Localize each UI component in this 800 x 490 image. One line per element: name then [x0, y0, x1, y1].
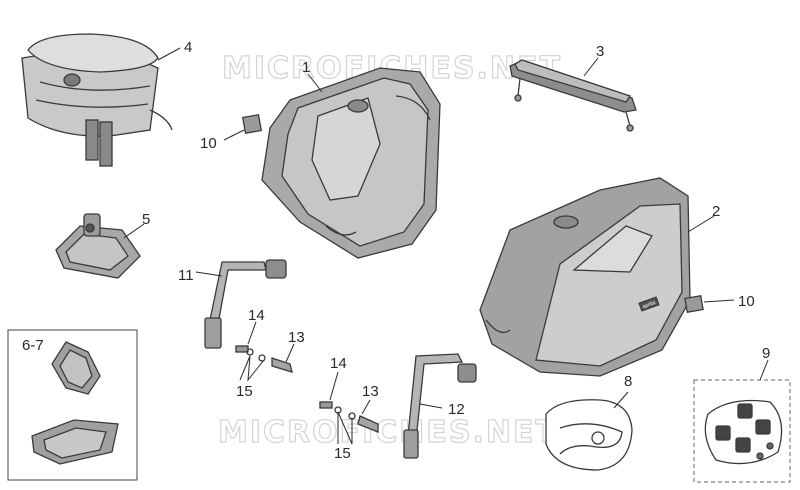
callout-14-right: 14 — [330, 355, 347, 372]
watermark-bottom: MICROFICHES.NET — [218, 415, 558, 450]
leader-13-right — [361, 399, 371, 415]
part-1-left-pannier — [261, 67, 441, 259]
leader-5 — [123, 223, 145, 239]
leader-14-right — [329, 371, 339, 401]
leader-4 — [157, 47, 181, 61]
callout-8: 8 — [624, 373, 632, 390]
leader-2 — [687, 215, 715, 233]
part-4-tank-bag — [21, 33, 173, 167]
leader-12 — [419, 403, 443, 409]
leader-3 — [583, 57, 599, 77]
callout-4: 4 — [184, 39, 192, 56]
part-5-lock-bracket — [55, 213, 141, 279]
callout-6-7: 6-7 — [22, 337, 44, 354]
leader-1 — [307, 73, 323, 93]
leader-15-right — [337, 411, 353, 445]
callout-9: 9 — [762, 345, 770, 362]
leader-10-right — [703, 299, 735, 303]
leader-13-left — [285, 343, 295, 363]
brand-badge: aprilia — [642, 300, 657, 310]
callout-11: 11 — [178, 267, 194, 284]
leader-8 — [613, 391, 629, 409]
leader-11 — [195, 271, 223, 277]
callout-3: 3 — [596, 43, 604, 60]
part-6-7-inset-box — [7, 329, 138, 481]
callout-15-right: 15 — [334, 445, 351, 462]
leader-10-left — [223, 129, 245, 141]
part-11-mounting-bar — [204, 259, 287, 349]
leader-15-left — [239, 355, 265, 382]
callout-13-left: 13 — [288, 329, 305, 346]
callout-10-right: 10 — [738, 293, 755, 310]
part-8-pouch — [545, 399, 633, 471]
part-3-carrier-bracket — [509, 59, 637, 132]
callout-14-left: 14 — [248, 307, 265, 324]
callout-12: 12 — [448, 401, 465, 418]
callout-10-left: 10 — [200, 135, 217, 152]
part-10-sticker-right — [684, 294, 704, 314]
hardware-set-left — [235, 345, 293, 373]
leader-9 — [759, 359, 769, 381]
part-9-clip-kit-box — [693, 379, 791, 483]
part-12-mounting-bar — [403, 353, 477, 459]
callout-5: 5 — [142, 211, 150, 228]
callout-15-left: 15 — [236, 383, 253, 400]
callout-1: 1 — [302, 59, 310, 76]
part-2-right-pannier: aprilia — [479, 177, 691, 377]
callout-13-right: 13 — [362, 383, 379, 400]
leader-14-left — [247, 321, 257, 345]
part-10-sticker-left — [241, 113, 263, 135]
callout-2: 2 — [712, 203, 720, 220]
